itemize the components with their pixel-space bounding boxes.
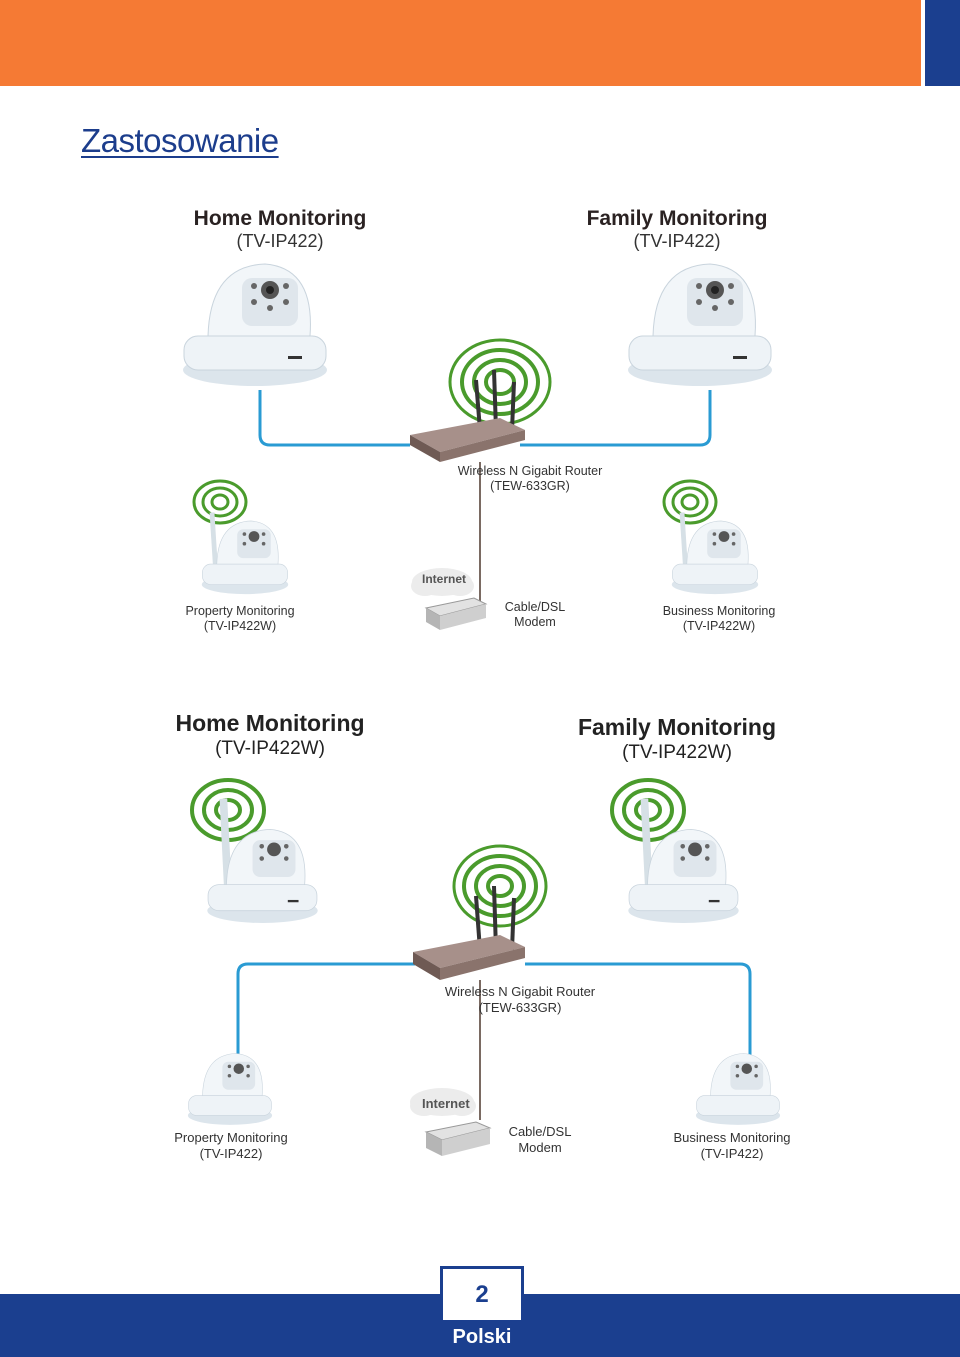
router-icon <box>413 885 525 980</box>
modem-icon <box>424 597 488 630</box>
business-monitoring-label: Business Monitoring (TV-IP422W) <box>662 604 776 633</box>
business-monitoring-label: Business Monitoring (TV-IP422) <box>673 1130 791 1161</box>
wifi-icon <box>452 844 548 928</box>
home-monitoring-label: Home Monitoring (TV-IP422W) <box>175 710 365 759</box>
camera-icon <box>671 512 759 595</box>
router-label: Wireless N Gigabit Router (TEW-633GR) <box>444 984 596 1015</box>
diagram-wired-cameras: Home Monitoring (TV-IP422) Family Monito… <box>0 190 960 670</box>
cable-family-to-router <box>520 390 712 447</box>
camera-home <box>205 798 320 926</box>
cloud-icon <box>411 568 474 596</box>
page-number: 2 <box>475 1281 489 1308</box>
camera-icon <box>628 798 739 923</box>
family-monitoring-label: Family Monitoring (TV-IP422W) <box>577 714 777 763</box>
property-monitoring-label: Property Monitoring (TV-IP422) <box>174 1130 288 1161</box>
header-blue-bar <box>925 0 960 86</box>
modem-icon <box>424 1121 492 1156</box>
family-monitoring-label: Family Monitoring (TV-IP422) <box>586 207 768 252</box>
camera-property <box>186 1050 274 1126</box>
camera-icon <box>187 1053 273 1125</box>
router-icon <box>410 369 525 462</box>
camera-icon <box>183 263 327 386</box>
modem-label: Cable/DSL Modem <box>508 1124 572 1155</box>
network-links <box>192 338 718 630</box>
camera-business <box>694 1050 782 1126</box>
camera-home <box>180 258 330 388</box>
language-label: Polski <box>452 1326 512 1348</box>
cable-router-to-property <box>236 962 415 1055</box>
cable-home-to-router <box>258 390 410 447</box>
page-number-box: 2 <box>440 1266 524 1323</box>
camera-icon <box>628 263 772 386</box>
camera-property <box>200 512 290 597</box>
wifi-icon <box>448 338 552 426</box>
network-links <box>190 778 752 1156</box>
cloud-icon <box>410 1088 476 1116</box>
home-monitoring-label: Home Monitoring (TV-IP422) <box>193 207 367 252</box>
page-title: Zastosowanie <box>81 122 279 159</box>
internet-label: Internet <box>422 1096 470 1111</box>
camera-icon <box>207 798 318 923</box>
internet-label: Internet <box>422 572 467 586</box>
router-label: Wireless N Gigabit Router (TEW-633GR) <box>457 464 603 493</box>
camera-business <box>670 512 760 597</box>
camera-icon <box>695 1053 781 1125</box>
camera-family <box>625 258 775 388</box>
camera-family <box>626 798 741 926</box>
property-monitoring-label: Property Monitoring (TV-IP422W) <box>185 604 295 633</box>
diagram-wireless-cameras: Home Monitoring (TV-IP422W) Family Monit… <box>0 700 960 1180</box>
wifi-icon <box>662 479 718 525</box>
camera-icon <box>201 512 289 595</box>
modem-label: Cable/DSL Modem <box>504 600 566 629</box>
wifi-icon <box>192 479 248 525</box>
header-orange-bar <box>0 0 921 86</box>
cable-router-to-business <box>525 962 752 1055</box>
